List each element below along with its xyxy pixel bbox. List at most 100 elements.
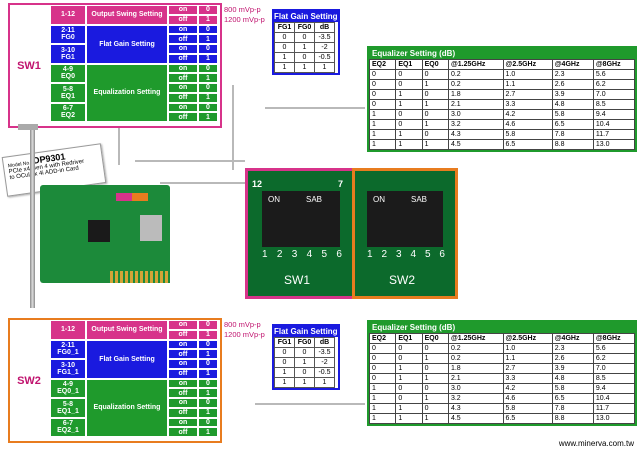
switch-state: off <box>168 53 198 64</box>
switch-value: 0 <box>198 378 218 389</box>
switch-value: 0 <box>198 63 218 74</box>
table-cell: 0 <box>368 89 397 100</box>
dip-sab-label: SAB <box>306 195 323 204</box>
dip-on-label: ON <box>373 195 385 204</box>
dip-switch-body[interactable]: ON SAB <box>262 191 340 247</box>
table-header-cell: @8GHz <box>592 59 636 70</box>
dip-position-number: 6 <box>439 249 445 260</box>
table-header-cell: @4GHz <box>551 333 594 344</box>
switch-state: on <box>168 102 198 113</box>
table-cell: 0.2 <box>447 69 504 80</box>
table-cell: 1 <box>274 377 295 388</box>
switch-state: off <box>168 73 198 83</box>
table-cell: 0 <box>395 383 423 394</box>
switch-state: off <box>168 329 198 340</box>
sw2-swing-off-note: 1200 mVp-p <box>224 330 265 339</box>
table-cell: 6.5 <box>502 413 553 424</box>
table-cell: 0 <box>421 89 449 100</box>
table-cell: 4.6 <box>502 393 553 404</box>
table-cell: 1 <box>421 79 449 90</box>
table-cell: 0 <box>368 69 397 80</box>
table-header-cell: EQ1 <box>395 333 423 344</box>
table-cell: 5.6 <box>592 343 636 354</box>
table-cell: 5.8 <box>551 383 594 394</box>
table-cell: 0 <box>368 373 397 384</box>
switch-state: off <box>168 388 198 398</box>
setting-group-label: Output Swing Setting <box>86 5 168 25</box>
table-cell: 1 <box>421 353 449 364</box>
setting-group-label: Flat Gain Setting <box>86 339 168 379</box>
pcie-gold-fingers <box>110 271 170 283</box>
table-cell: 3.9 <box>551 363 594 374</box>
table-cell: 2.1 <box>447 373 504 384</box>
table-cell: 10.4 <box>592 393 636 404</box>
table-cell: 8.8 <box>551 139 594 150</box>
switch-state: off <box>168 427 198 437</box>
table-header-cell: FG1 <box>274 22 295 33</box>
table-cell: 0 <box>274 347 295 358</box>
table-cell: 0 <box>395 69 423 80</box>
table-cell: 5.8 <box>502 129 553 140</box>
dip-position-number: 4 <box>410 249 417 260</box>
switch-value: 0 <box>198 320 218 330</box>
flat-gain-title: Flat Gain Setting <box>274 326 338 337</box>
table-cell: 2.6 <box>551 79 594 90</box>
footer-url: www.minerva.com.tw <box>558 439 634 448</box>
table-cell: 1.1 <box>502 353 553 364</box>
table-cell: 1 <box>274 62 295 73</box>
table-cell: -2 <box>314 42 335 53</box>
sw2-swing-on-note: 800 mVp-p <box>224 320 261 329</box>
dip-switch-body[interactable]: ON SAB <box>367 191 443 247</box>
table-cell: 1 <box>395 373 423 384</box>
switch-state: off <box>168 112 198 122</box>
table-cell: 8.8 <box>551 413 594 424</box>
switch-state: on <box>168 24 198 35</box>
table-header-cell: FG0 <box>294 337 315 348</box>
table-cell: 0 <box>395 353 423 364</box>
switch-value: 1 <box>198 368 218 379</box>
table-cell: -2 <box>314 357 335 368</box>
switch-value: 1 <box>198 427 218 437</box>
table-cell: 1 <box>294 377 315 388</box>
table-cell: 8.5 <box>592 99 636 110</box>
table-cell: 4.3 <box>447 403 504 414</box>
table-cell: 3.0 <box>447 383 504 394</box>
table-cell: 3.0 <box>447 109 504 120</box>
table-header-cell: dB <box>314 337 335 348</box>
switch-value: 0 <box>198 102 218 113</box>
switch-value: 0 <box>198 83 218 93</box>
switch-value: 1 <box>198 53 218 64</box>
table-cell: 1 <box>368 119 397 130</box>
table-cell: 0 <box>395 343 423 354</box>
table-cell: 3.3 <box>502 99 553 110</box>
table-cell: 8.5 <box>592 373 636 384</box>
switch-state: on <box>168 378 198 389</box>
oculink-connector <box>140 215 162 241</box>
table-cell: 13.0 <box>592 413 636 424</box>
table-cell: 11.7 <box>592 403 636 414</box>
switch-state: on <box>168 320 198 330</box>
table-cell: 1.8 <box>447 89 504 100</box>
table-cell: 1 <box>314 62 335 73</box>
table-cell: 5.6 <box>592 69 636 80</box>
table-cell: 0 <box>368 353 397 364</box>
table-header-cell: @2.5GHz <box>502 59 553 70</box>
table-cell: 4.5 <box>447 413 504 424</box>
table-cell: 0 <box>421 69 449 80</box>
table-cell: 6.5 <box>551 393 594 404</box>
